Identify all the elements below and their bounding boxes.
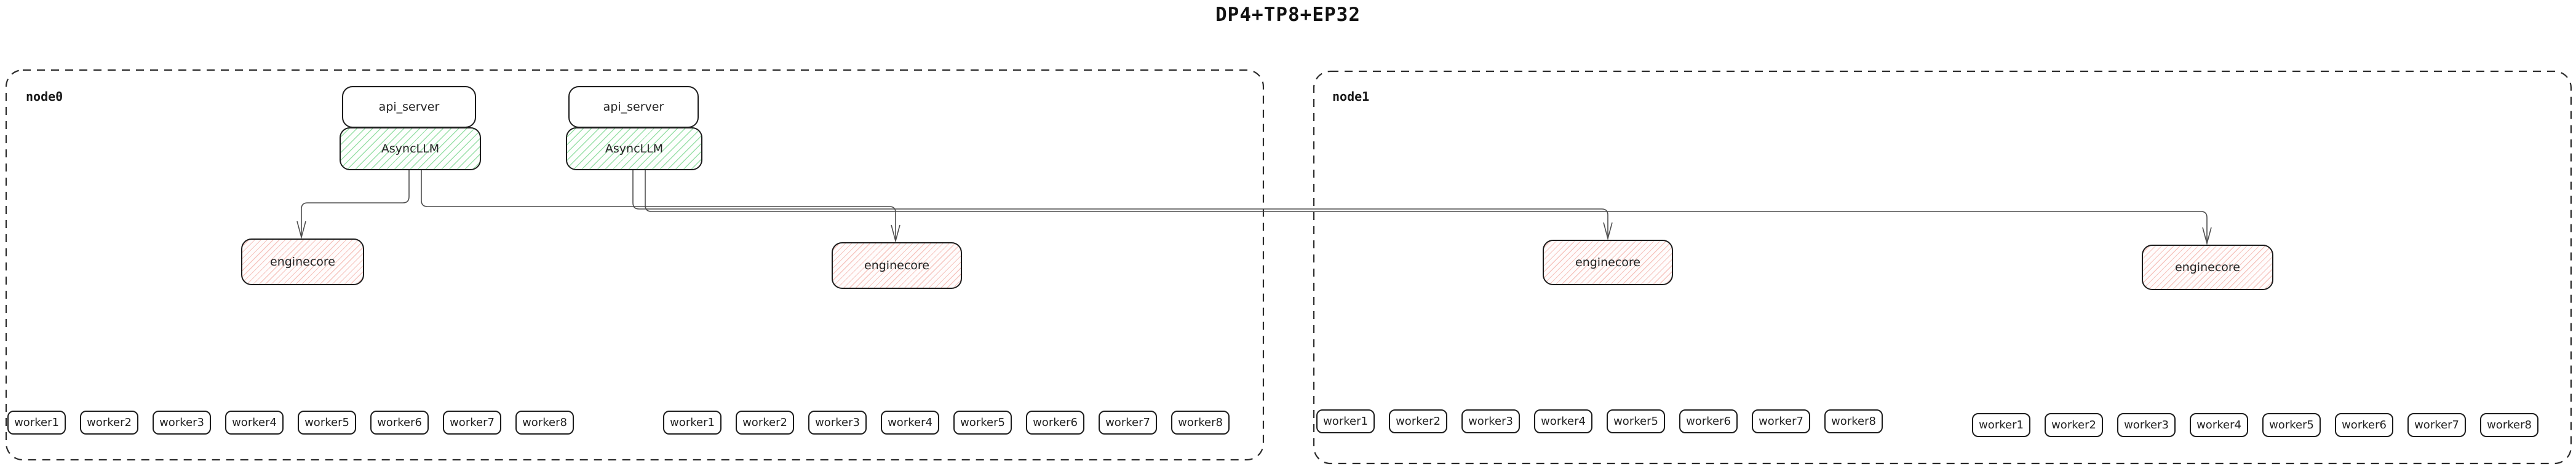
worker-box: worker3	[1461, 409, 1520, 433]
worker-box: worker3	[2117, 413, 2176, 437]
worker-box: worker4	[881, 411, 939, 435]
worker-group-node1-1: worker1 worker2 worker3 worker4 worker5 …	[1316, 409, 1883, 433]
worker-box: worker3	[808, 411, 867, 435]
node0-label: node0	[26, 89, 63, 104]
worker-box: worker2	[1389, 409, 1447, 433]
worker-box: worker7	[443, 411, 501, 435]
worker-box: worker1	[1316, 409, 1375, 433]
worker-box: worker8	[1824, 409, 1883, 433]
edge-asyncllm2-enginecore4	[645, 170, 2208, 242]
worker-box: worker5	[1607, 409, 1665, 433]
worker-box: worker3	[153, 411, 211, 435]
worker-box: worker8	[2480, 413, 2538, 437]
worker-box: worker2	[2045, 413, 2103, 437]
worker-box: worker1	[1972, 413, 2030, 437]
asyncllm-box-2: AsyncLLM	[566, 127, 702, 170]
edge-asyncllm1-enginecore2	[421, 170, 896, 240]
enginecore-box-3: enginecore	[1543, 240, 1673, 285]
edge-asyncllm2-enginecore3-arrowhead	[1603, 222, 1613, 241]
worker-box: worker2	[80, 411, 138, 435]
worker-box: worker5	[953, 411, 1012, 435]
worker-box: worker4	[2190, 413, 2248, 437]
edge-asyncllm2-enginecore4-arrowhead	[2202, 227, 2212, 246]
worker-box: worker1	[663, 411, 722, 435]
worker-box: worker4	[225, 411, 284, 435]
edge-asyncllm2-enginecore3	[632, 170, 1608, 237]
node1-label: node1	[1332, 89, 1370, 104]
worker-box: worker6	[1679, 409, 1738, 433]
worker-box: worker4	[1534, 409, 1592, 433]
worker-box: worker7	[1099, 411, 1157, 435]
worker-box: worker8	[1171, 411, 1230, 435]
worker-group-node1-2: worker1 worker2 worker3 worker4 worker5 …	[1972, 413, 2538, 437]
edge-asyncllm1-enginecore2-arrowhead	[891, 224, 900, 243]
enginecore-box-4: enginecore	[2142, 245, 2273, 290]
edge-asyncllm1-enginecore1	[301, 170, 410, 236]
worker-box: worker7	[2407, 413, 2466, 437]
worker-box: worker1	[7, 411, 66, 435]
worker-box: worker6	[1026, 411, 1084, 435]
asyncllm-box-1: AsyncLLM	[340, 127, 481, 170]
worker-box: worker6	[2335, 413, 2393, 437]
edge-asyncllm1-enginecore1-arrowhead	[296, 221, 306, 240]
worker-box: worker5	[2262, 413, 2321, 437]
enginecore-box-1: enginecore	[241, 238, 364, 285]
api-server-box-2: api_server	[568, 86, 699, 128]
worker-box: worker7	[1752, 409, 1810, 433]
diagram-title: DP4+TP8+EP32	[1215, 4, 1361, 26]
enginecore-box-2: enginecore	[832, 242, 962, 289]
worker-box: worker6	[370, 411, 429, 435]
worker-box: worker5	[298, 411, 356, 435]
worker-group-node0-1: worker1 worker2 worker3 worker4 worker5 …	[7, 411, 574, 435]
worker-box: worker2	[736, 411, 794, 435]
node1-border	[1313, 70, 2572, 465]
api-server-box-1: api_server	[342, 86, 476, 128]
worker-box: worker8	[515, 411, 574, 435]
worker-group-node0-2: worker1 worker2 worker3 worker4 worker5 …	[663, 411, 1230, 435]
